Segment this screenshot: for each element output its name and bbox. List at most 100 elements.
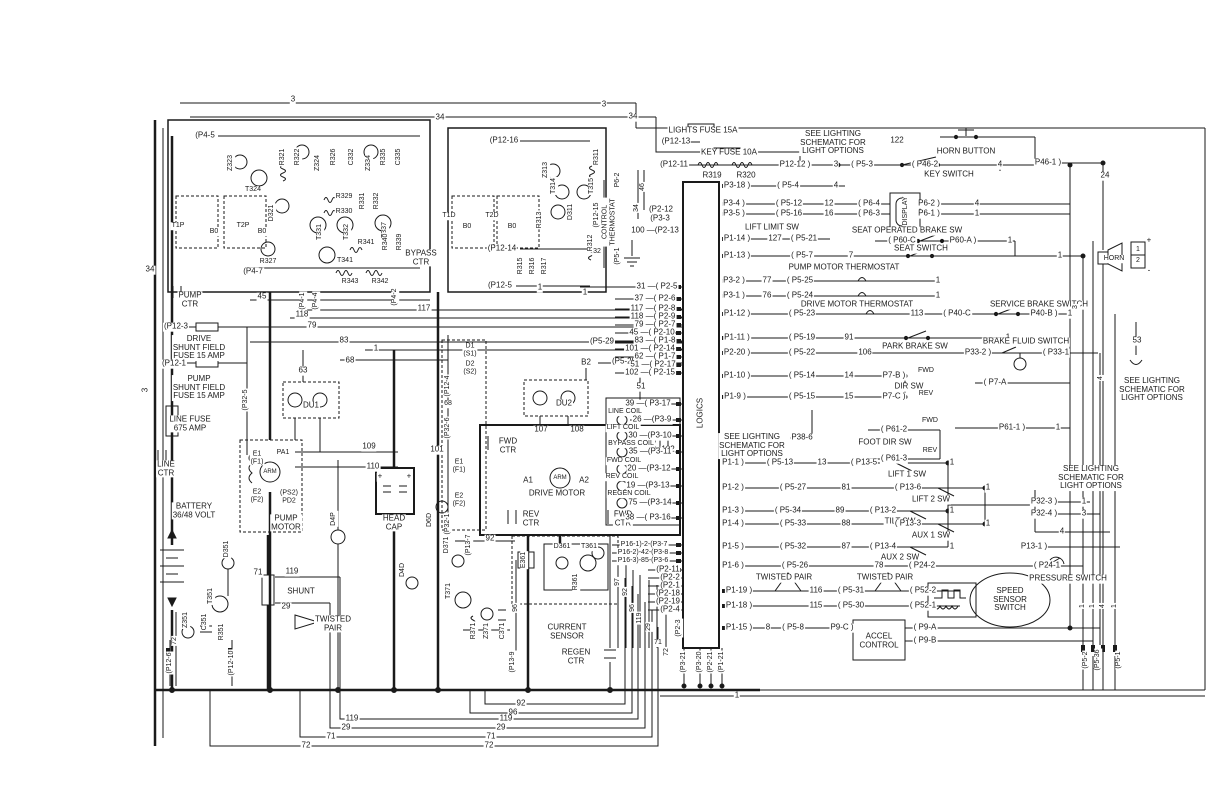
wire-label: ( P5-7 [790, 250, 814, 261]
wire-label: 1 [1054, 422, 1062, 433]
wire-label: P1-19 ) [724, 585, 754, 596]
wire-label: 79 —( P2-7 [633, 319, 677, 330]
wire-label: D2 (S2) [462, 360, 478, 376]
wire-label: ( P9-B [912, 635, 938, 646]
wire-label: A2 [578, 475, 590, 486]
wire-label: (P12-3 [162, 321, 190, 332]
wire-label: P3-4 ) [722, 198, 746, 209]
wire-label: 92 [515, 698, 527, 709]
wire-label: D6D [426, 511, 434, 529]
wire-label: 14 [843, 370, 855, 381]
wire-label: PA1 [275, 449, 291, 457]
head-cap-label: HEAD CAP [381, 513, 407, 532]
wire-label: 109 [361, 441, 377, 452]
wire-label: 1 [1056, 250, 1064, 261]
wire-label: (P5-1 [614, 246, 622, 266]
wire-label: 75 —(P3-14 [627, 497, 673, 508]
wire-label: P16-2)-42-(P3-8 [616, 549, 670, 557]
wire-label: T341 [336, 257, 354, 265]
wire-label: R361 [572, 572, 580, 592]
wire-label: P3-5 ) [722, 208, 746, 219]
wire-label: D4D [399, 561, 407, 579]
lights-fuse-label: LIGHTS FUSE 15A [667, 125, 739, 136]
wire-label: ( P7-A [982, 377, 1008, 388]
wire-label: P1-11 ) [723, 332, 751, 343]
speed-sensor-switch-label: SPEED SENSOR SWITCH [992, 586, 1028, 613]
wire-label: 118 —( P2-9 [629, 311, 677, 322]
wire-label: P1-12 ) [722, 308, 752, 319]
wire-label: ( P5-30 [836, 600, 866, 611]
key-fuse-label: KEY FUSE 10A [700, 147, 758, 158]
wire-label: T351 [207, 587, 215, 605]
wire-label: P13-1 ) [1019, 541, 1049, 552]
wire-label: 34 [627, 111, 639, 122]
wire-label: (P3-21 [680, 650, 688, 674]
wire-label: R322 [294, 147, 302, 167]
wire-label: P1-4 ) [721, 518, 745, 529]
wire-label: D321 [268, 203, 276, 223]
wire-label: 1 [984, 482, 992, 493]
wire-label: 1 [581, 287, 589, 298]
wire-label: (P5-2 [1082, 650, 1090, 670]
wire-label: P40-B ) [1029, 308, 1059, 319]
line-ctr-label: LINE CTR [156, 459, 176, 478]
wire-label: 7 [847, 250, 855, 261]
wire-label: 4 [973, 198, 981, 209]
wire-label: P1-2 ) [721, 482, 745, 493]
wire-label: 46 [639, 182, 647, 192]
wire-label: 71 [485, 731, 497, 742]
drive-shunt-fuse-label: DRIVE SHUNT FIELD FUSE 15 AMP [171, 334, 227, 361]
wire-label: 45 —( P2-10 [628, 327, 676, 338]
wire-label: R320 [735, 170, 757, 181]
wire-label: P3-1 ) [722, 290, 746, 301]
wire-label: (P5-36 [1094, 648, 1102, 672]
wire-label: (P2-11 [655, 564, 681, 575]
wire-label: T314 [550, 177, 558, 195]
bypass-ctr-label: BYPASS CTR [404, 248, 438, 267]
wire-label: 34 [633, 203, 641, 213]
wire-label: T315 [588, 177, 596, 195]
wire-label: ( P5-13 [765, 457, 795, 468]
wire-label: ( P5-23 [787, 308, 817, 319]
wire-label: 2 [1135, 257, 1141, 265]
wire-label: REV COIL [604, 473, 640, 481]
lift1-sw-label: LIFT 1 SW [886, 469, 928, 480]
wire-label: 32 [592, 248, 602, 256]
wire-label: 3 [1072, 304, 1080, 310]
wire-label: 97 [614, 577, 622, 587]
wire-label: Z334 [365, 154, 373, 172]
wire-label: R332 [373, 191, 381, 211]
wire-label: 76 [761, 290, 773, 301]
wire-label: 106 [857, 347, 873, 358]
wire-label: 51 [635, 381, 647, 392]
wire-label: FWD COIL [605, 457, 643, 465]
wire-label: E1 (F1) [249, 450, 265, 466]
wire-label: T332 [343, 223, 351, 241]
wire-label: (P12-4 [444, 374, 452, 398]
wire-label: REV CTR [521, 509, 541, 528]
wire-label: C335 [395, 147, 403, 167]
wire-label: BYPASS COIL [607, 440, 655, 448]
wire-label: (P12-6 [166, 651, 174, 675]
wire-label: T371 [445, 582, 453, 600]
wire-label: 113 [909, 308, 925, 319]
lift-limit-sw-label: LIFT LIMIT SW [744, 222, 800, 233]
wire-label: 3 [600, 99, 608, 110]
park-brake-sw-label: PARK BRAKE SW [881, 341, 949, 352]
wire-label: 102 —( P2-15 [624, 367, 676, 378]
wire-label: P1-5 ) [721, 541, 745, 552]
wire-label: (P12-13 [660, 136, 692, 147]
wire-label: D351 [223, 539, 231, 559]
wire-label: 1 [1066, 308, 1074, 319]
wire-label: 96 [507, 707, 519, 718]
wire-label: P38-6 [790, 432, 814, 443]
wire-label: 1 [536, 282, 544, 293]
foot-dir-sw-label: FOOT DIR SW [857, 437, 913, 448]
wire-label: 26 —(P3-9 [631, 414, 673, 425]
wire-label: ( P13-5 [849, 457, 879, 468]
wire-label: P32-3 ) [1029, 496, 1059, 507]
wire-label: E1 (F1) [451, 458, 467, 474]
wire-label: 79 [306, 320, 318, 331]
wire-label: 45 [256, 291, 268, 302]
